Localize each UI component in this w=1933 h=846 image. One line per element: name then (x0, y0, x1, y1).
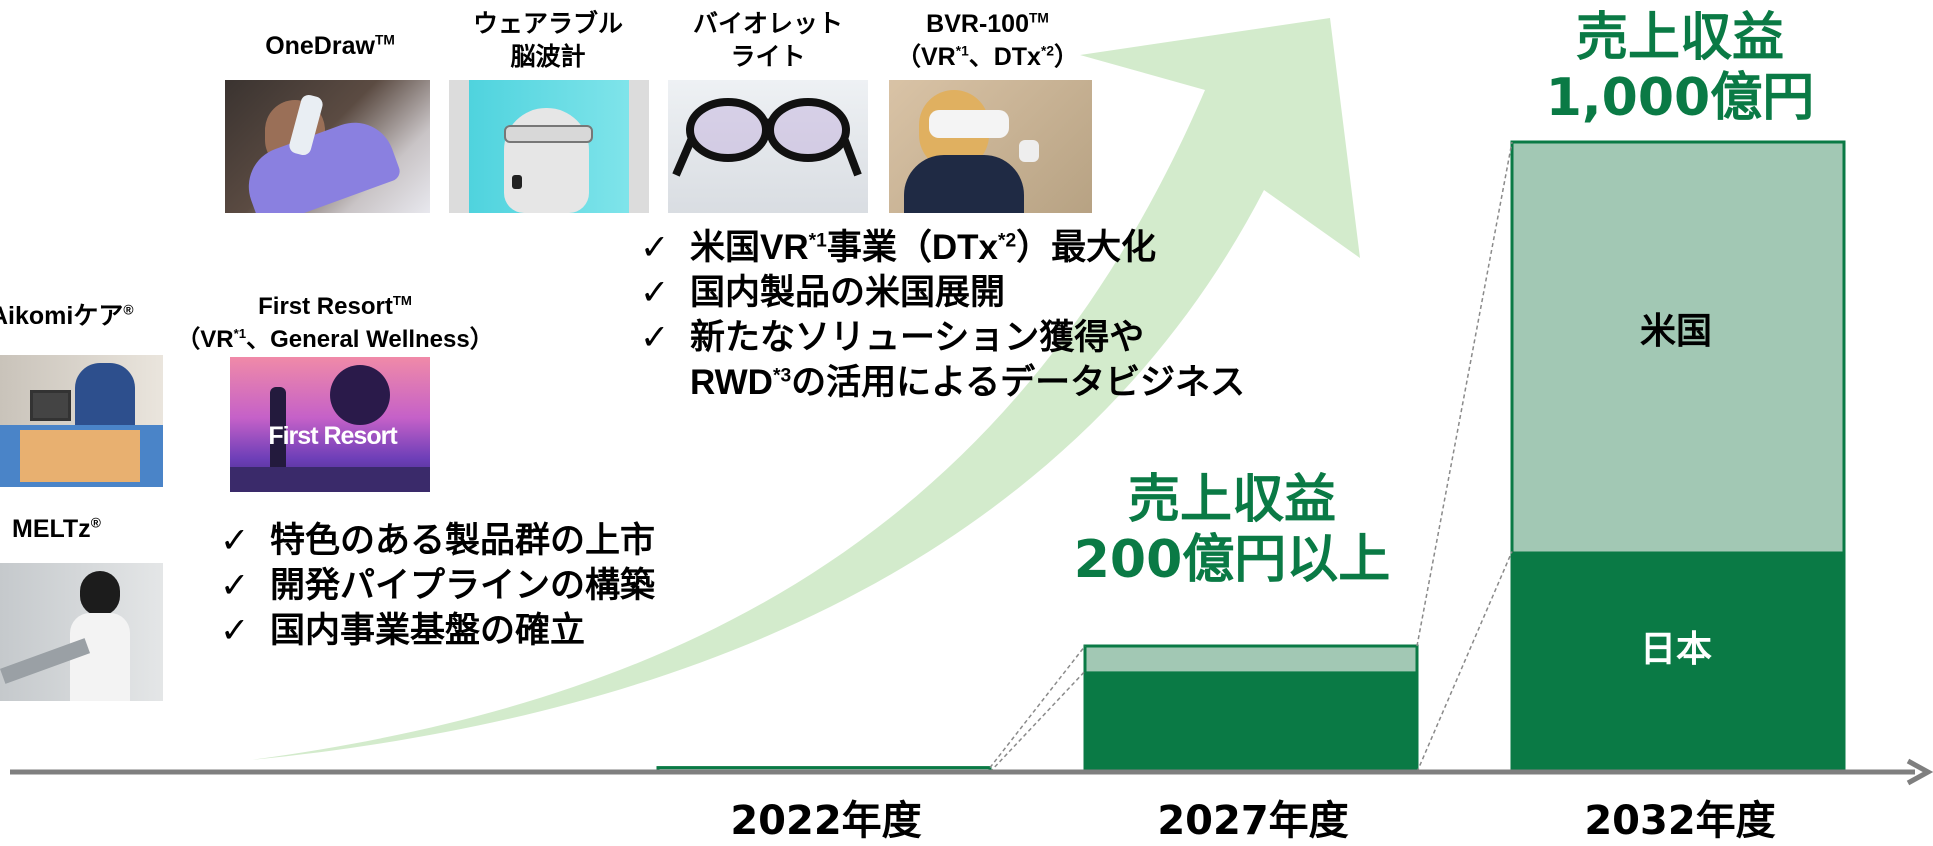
bvr100-vr-photo (889, 80, 1092, 213)
growth-arrow-shape (250, 18, 1360, 760)
product-title-onedraw: OneDrawTM (265, 32, 395, 60)
meltz-photo (0, 563, 163, 701)
first-resort-photo: First Resort (230, 357, 430, 492)
violet-light-glasses-photo (668, 80, 868, 213)
bullets-upper: ✓米国VR*1事業（DTx*2）最大化 ✓国内製品の米国展開 ✓新たなソリューシ… (640, 225, 1245, 405)
bullets-lower: ✓特色のある製品群の上市 ✓開発パイプラインの構築 ✓国内事業基盤の確立 (220, 518, 655, 653)
eeg-headset-photo (449, 80, 649, 213)
bullet-upper-1: ✓米国VR*1事業（DTx*2）最大化 (640, 225, 1245, 270)
product-title-meltz: MELTz® (12, 515, 101, 543)
aikomi-photo (0, 355, 163, 487)
x-tick-2022: 2022年度 (730, 798, 922, 844)
check-icon: ✓ (220, 521, 250, 560)
guide-bottom-1 (1416, 551, 1513, 773)
x-axis-arrowhead (1906, 758, 1933, 786)
bar-japan-1 (1085, 671, 1417, 772)
bullet-upper-2: ✓国内製品の米国展開 (640, 270, 1245, 315)
first-resort-logo-text: First Resort (268, 422, 397, 450)
bullet-lower-2: ✓開発パイプラインの構築 (220, 563, 655, 608)
bar-us-2 (1512, 142, 1844, 552)
guide-top-0 (989, 645, 1086, 769)
product-title-first-resort: First ResortTM （VR*1、General Wellness） (176, 293, 494, 353)
region-label-japan: 日本 (1639, 629, 1712, 670)
product-title-violet-light: バイオレットライト (692, 10, 843, 71)
guide-top-1 (1416, 141, 1513, 647)
bullet-upper-3-continued: RWD*3の活用によるデータビジネス (690, 363, 1246, 402)
bullet-upper-3: ✓新たなソリューション獲得や (640, 315, 1245, 360)
guide-bottom-0 (989, 670, 1086, 773)
bar-label-2032: 売上収益 1,000億円 (1545, 8, 1815, 128)
product-title-bvr100: BVR-100TM （VR*1、DTx*2） (896, 10, 1079, 71)
bar-label-2027: 売上収益 200億円以上 (1073, 470, 1391, 590)
check-icon: ✓ (640, 273, 670, 312)
x-tick-2027: 2027年度 (1157, 798, 1349, 844)
x-tick-2032: 2032年度 (1584, 798, 1776, 844)
bar-japan-2 (1512, 551, 1844, 772)
onedraw-photo (225, 80, 430, 213)
region-label-us: 米国 (1639, 311, 1712, 352)
bar-us-1 (1085, 646, 1417, 672)
check-icon: ✓ (220, 611, 250, 650)
check-icon: ✓ (640, 318, 670, 357)
bar-us-0 (658, 767, 990, 771)
product-title-aikomi: Aikomiケア® (0, 302, 134, 330)
bullet-lower-1: ✓特色のある製品群の上市 (220, 518, 655, 563)
bullet-lower-3: ✓国内事業基盤の確立 (220, 608, 655, 653)
product-title-eeg: ウェアラブル脳波計 (472, 10, 623, 71)
check-icon: ✓ (220, 566, 250, 605)
check-icon: ✓ (640, 228, 670, 267)
